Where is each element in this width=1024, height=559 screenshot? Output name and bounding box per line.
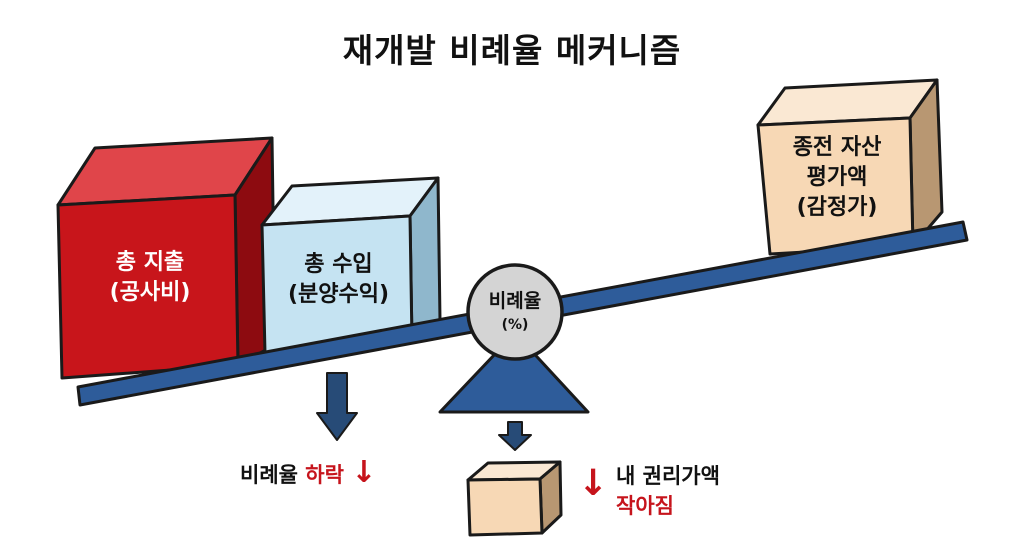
expense-block-label: 총 지출 (공사비) (62, 248, 238, 308)
diagram-title: 재개발 비례율 메커니즘 (342, 31, 682, 70)
down-arrow-icon: ↓ (351, 455, 377, 490)
revenue-label-line1: 총 수입 (304, 252, 373, 277)
rights-value-box (466, 460, 563, 537)
expense-label-line2: (공사비) (109, 280, 191, 305)
asset-block-label: 종전 자산 평가액 (감정가) (762, 133, 912, 223)
rights-value-box-front (466, 477, 544, 537)
down-arrow-icon (498, 421, 532, 451)
asset-label-line1: 종전 자산 (792, 135, 882, 160)
fulcrum-label: 비례율 (%) (468, 289, 562, 337)
fulcrum-circle (466, 263, 564, 361)
fulcrum-base (438, 331, 590, 414)
expense-block (56, 136, 277, 380)
revenue-label-line2: (분양수익) (287, 282, 390, 307)
revenue-block (260, 176, 442, 355)
revenue-block-label: 총 수입 (분양수익) (265, 250, 412, 310)
rights-drop-line1: 내 권리가액 (616, 464, 720, 488)
rights-drop-arrow-icon: ↓ (578, 463, 609, 504)
rights-drop-note: 내 권리가액 작아짐 (616, 461, 720, 521)
asset-block (756, 78, 944, 256)
fulcrum-label-unit: (%) (501, 317, 529, 333)
ratio-drop-highlight: 하락 (305, 463, 344, 487)
ratio-drop-note: 비례율 하락 ↓ (240, 455, 376, 490)
expense-label-line1: 총 지출 (115, 250, 185, 275)
asset-label-line2: 평가액 (806, 165, 868, 190)
ratio-drop-prefix: 비례율 (240, 463, 306, 487)
asset-label-line3: (감정가) (796, 195, 878, 220)
fulcrum-label-text: 비례율 (488, 290, 542, 312)
rights-drop-highlight: 작아짐 (616, 494, 674, 518)
down-arrow-icon (316, 372, 358, 441)
